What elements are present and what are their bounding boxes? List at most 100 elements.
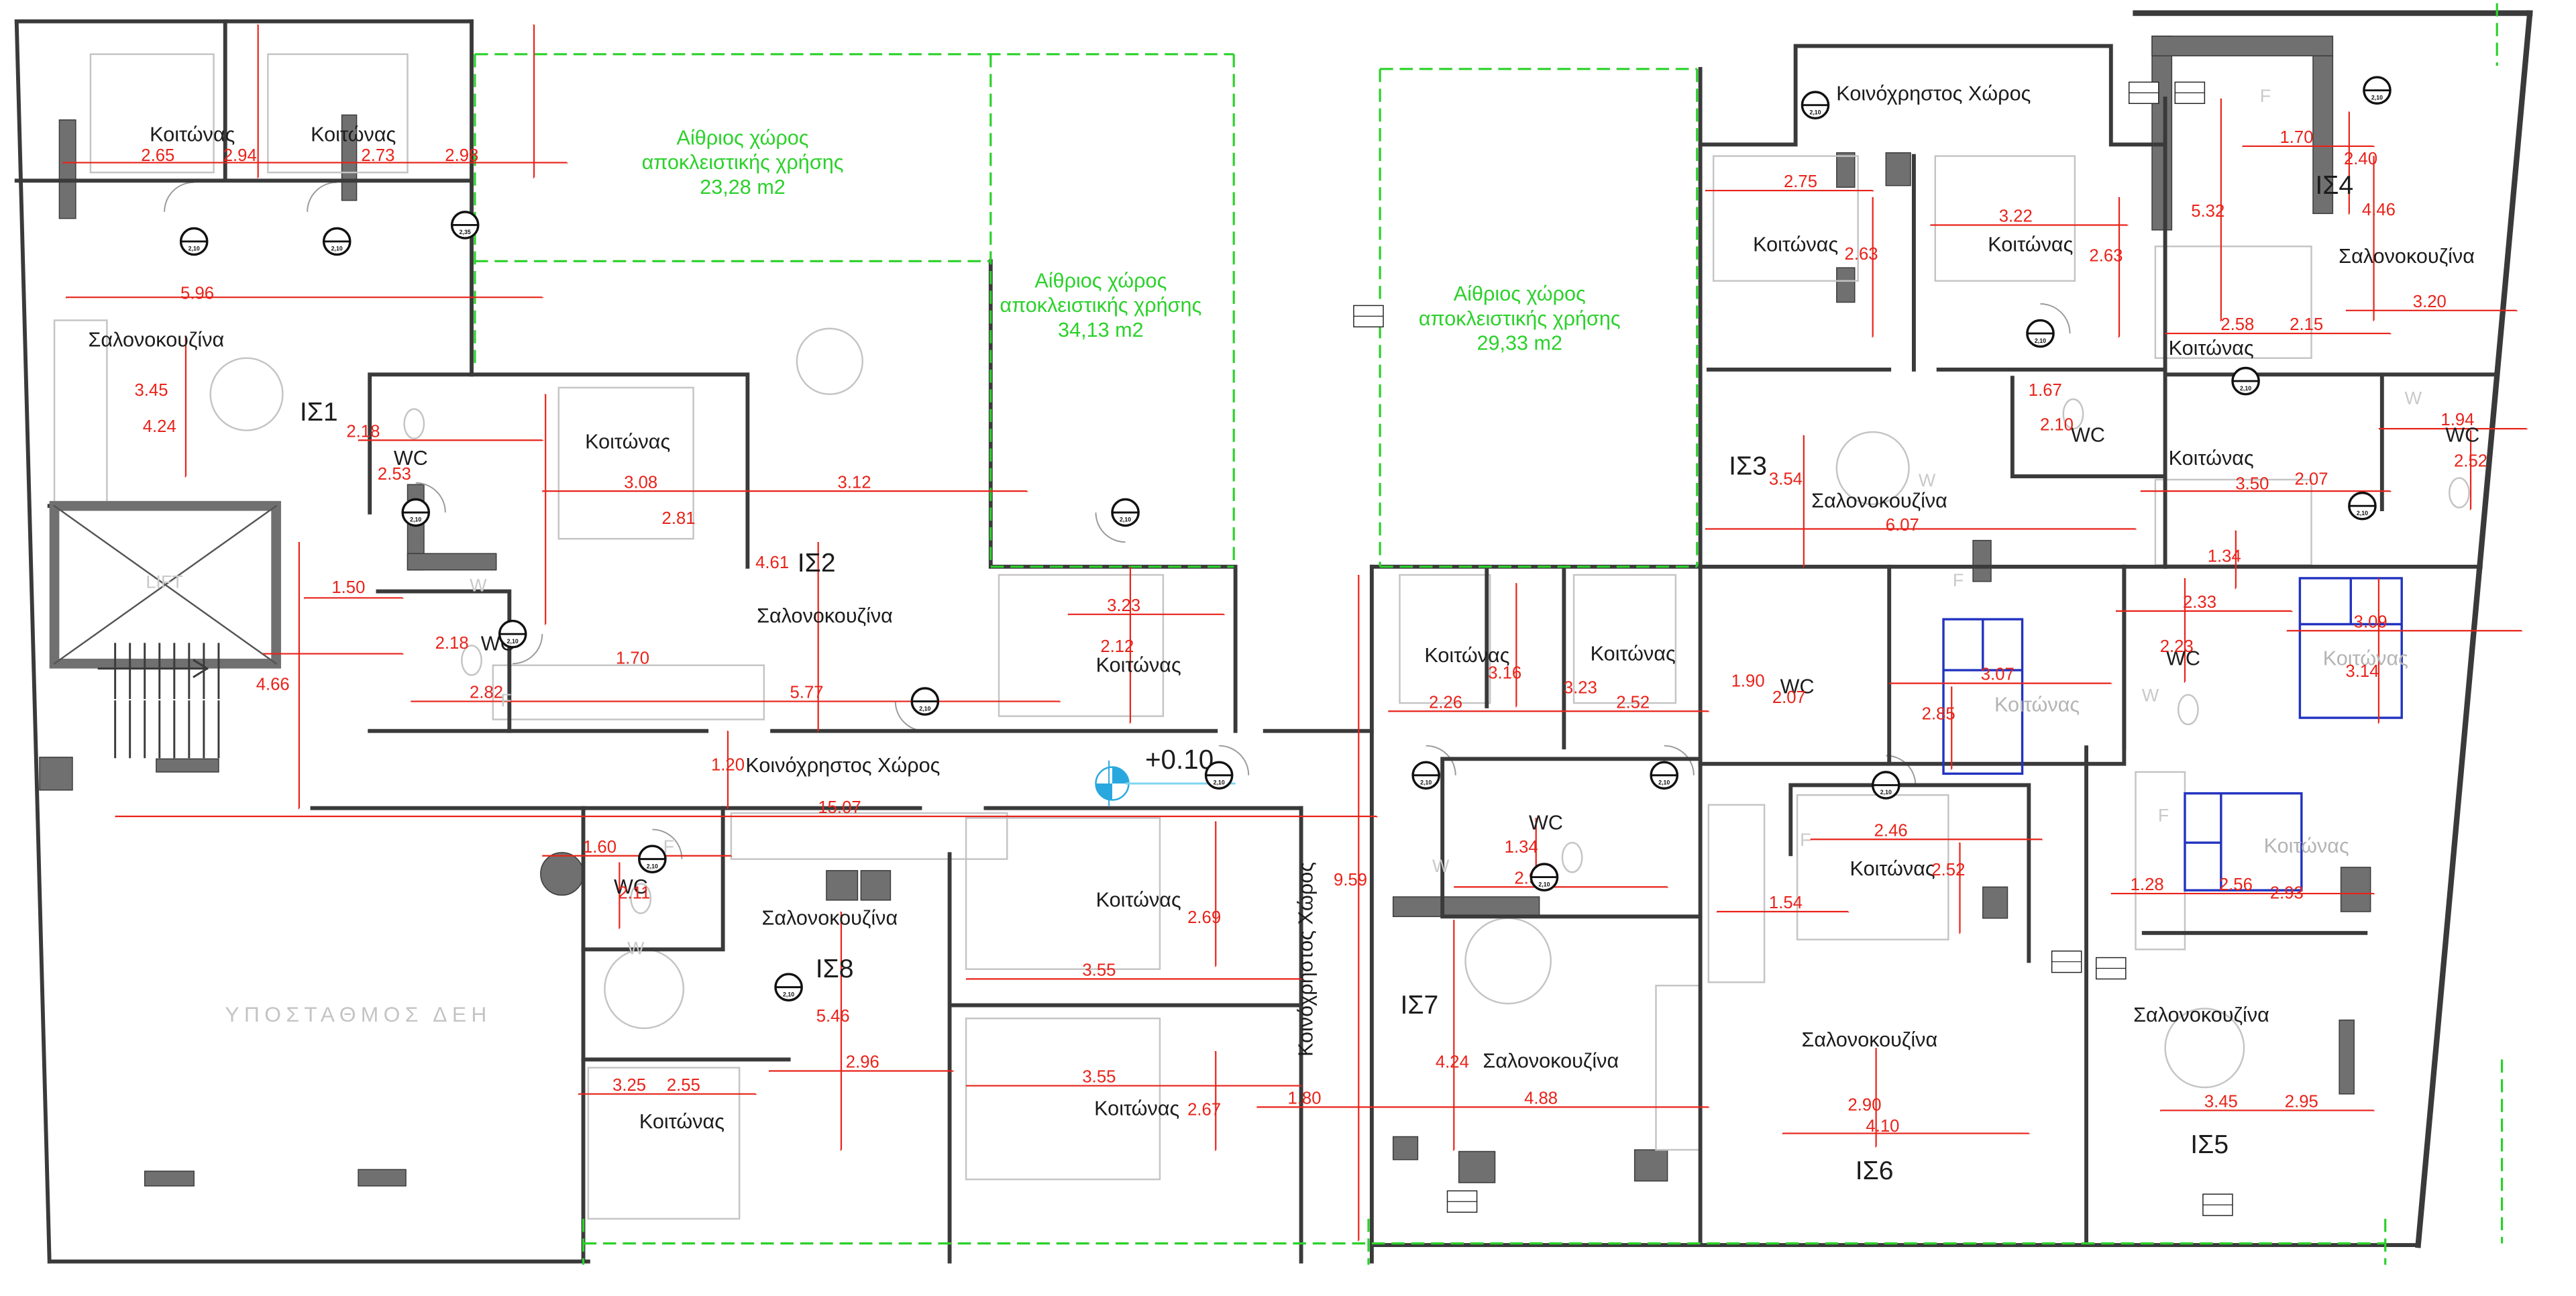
elevation-text: +0.10	[1145, 744, 1214, 775]
room-label: Σαλονοκουζίνα	[1801, 1028, 1937, 1051]
washer-icon: W	[470, 576, 487, 596]
door-height-value: 2,10	[1880, 789, 1892, 796]
dimension-label: 2.69	[1187, 908, 1221, 927]
washer-icon: W	[2405, 388, 2422, 408]
dimension-label: 1.60	[583, 838, 616, 857]
room-label: Κοιτώνας	[1591, 642, 1676, 665]
door-tag: 2,10	[1801, 91, 1830, 120]
courtyard-label: Αίθριος χώρος	[677, 126, 809, 149]
washer-icon: W	[2142, 686, 2159, 706]
dimension-label: 1.90	[1731, 672, 1765, 691]
door-tag: 2,10	[179, 227, 209, 256]
dimension-label: 2.63	[1845, 245, 1878, 264]
dimension-label: 2.96	[846, 1053, 879, 1072]
dimension-label: 3.09	[2354, 612, 2387, 631]
courtyard-label: Αίθριος χώρος	[1454, 282, 1586, 305]
dimension-label: 2.33	[2183, 593, 2216, 612]
dimension-label: 2.58	[2220, 315, 2254, 334]
dimension-label: 3.20	[2413, 292, 2447, 311]
unit-label: ΙΣ5	[2190, 1130, 2229, 1159]
courtyard-label: 23,28 m2	[700, 176, 786, 199]
door-height-value: 2,10	[2240, 385, 2251, 392]
room-label: WC	[1780, 675, 1815, 698]
door-tag: 2,10	[2348, 491, 2377, 521]
room-label: Σαλονοκουζίνα	[1483, 1050, 1619, 1073]
dimension-label: 1.28	[2131, 875, 2164, 894]
dimension-label: 2.40	[2344, 150, 2377, 168]
dimension-label: 4.10	[1866, 1117, 1899, 1136]
dimension-label: 1.54	[1769, 894, 1803, 912]
window-tag	[1353, 305, 1384, 328]
dimension-label: 2.82	[470, 684, 503, 702]
dimension-label: 6.07	[1886, 516, 1919, 535]
dimension-label: 2.23	[2160, 637, 2194, 656]
door-height-value: 2,10	[331, 246, 343, 252]
door-height-value: 2,10	[1809, 109, 1821, 115]
room-label: Κοιτώνας	[2264, 834, 2349, 857]
dimension-label: 2.63	[2089, 246, 2123, 265]
room-label: Σαλονοκουζίνα	[757, 604, 893, 627]
door-tag: 2,10	[322, 227, 352, 256]
dimension-label: 2.07	[1772, 688, 1806, 707]
dimension-label: 2.90	[1847, 1095, 1881, 1114]
dimension-label: 2.53	[378, 465, 411, 484]
door-height-value: 2,10	[2357, 510, 2368, 517]
substation-label: ΥΠΟΣΤΑΘΜΟΣ ΔΕΗ	[225, 1002, 491, 1026]
door-tag: 2,10	[401, 498, 431, 527]
room-label: Κοιτώνας	[311, 123, 396, 146]
dimension-label: 5.77	[790, 684, 824, 702]
washer-icon: W	[627, 938, 645, 959]
window-tag	[2096, 957, 2127, 980]
dimension-label: 3.50	[2235, 475, 2269, 494]
dimension-label: 2.65	[141, 146, 174, 165]
room-label: Κοιτώνας	[1988, 233, 2073, 256]
room-label: Κοιτώνας	[1994, 693, 2080, 716]
dimension-label: 2.95	[2285, 1092, 2318, 1111]
room-label: Κοινόχρηστος Χώρος	[1295, 862, 1318, 1057]
dimension-label: 3.12	[838, 473, 871, 492]
dimension-label: 1.34	[2208, 547, 2241, 565]
courtyard-label: αποκλειστικής χρήσης	[642, 151, 844, 174]
courtyard-label: Αίθριος χώρος	[1034, 270, 1167, 292]
unit-label: ΙΣ7	[1400, 991, 1438, 1020]
room-label: Κοιτώνας	[2169, 447, 2254, 470]
dimension-label: 5.32	[2191, 202, 2224, 221]
room-label: Κοινόχρηστος Χώρος	[745, 754, 940, 777]
dimension-label: 15.07	[818, 798, 861, 817]
dimension-label: 2.75	[1784, 172, 1817, 191]
dimension-label: 2.11	[618, 883, 650, 902]
door-tag: 2,10	[638, 845, 667, 873]
door-tag: 2,10	[2363, 76, 2392, 105]
dimension-label: 4.61	[755, 553, 789, 572]
unit-label: ΙΣ4	[2315, 171, 2353, 200]
dimension-label: 3.45	[2204, 1092, 2238, 1111]
dimension-label: 2.73	[361, 146, 394, 165]
door-height-value: 2,10	[507, 638, 519, 645]
courtyard-label: αποκλειστικής χρήσης	[1419, 307, 1621, 330]
window-tag	[2174, 81, 2206, 105]
door-arcs	[164, 181, 2071, 859]
dimension-label: 2.67	[1187, 1101, 1221, 1120]
dimension-label: 3.16	[1488, 663, 1521, 682]
dimension-label: 3.08	[624, 473, 657, 492]
dimension-label: 4.24	[143, 417, 176, 436]
dimension-label: 3.45	[135, 381, 168, 400]
door-tag: 2,10	[774, 973, 803, 1002]
dimension-label: 2.07	[2295, 470, 2328, 488]
room-label: Σαλονοκουζίνα	[2133, 1004, 2269, 1026]
window-tag	[2202, 1193, 2233, 1216]
room-label: WC	[394, 447, 428, 470]
dimension-label: 5.96	[180, 284, 214, 303]
room-label: WC	[2445, 424, 2479, 447]
door-height-value: 2,10	[2035, 337, 2046, 344]
room-label: WC	[614, 875, 648, 898]
door-height-value: 2,10	[783, 991, 794, 997]
room-label: Κοιτώνας	[150, 123, 235, 146]
room-label: Κοινόχρηστος Χώρος	[1836, 82, 2031, 105]
dimension-label: 2.55	[667, 1076, 700, 1095]
dimension-label: 2.93	[2270, 883, 2304, 902]
room-label: Κοιτώνας	[1096, 654, 1181, 677]
